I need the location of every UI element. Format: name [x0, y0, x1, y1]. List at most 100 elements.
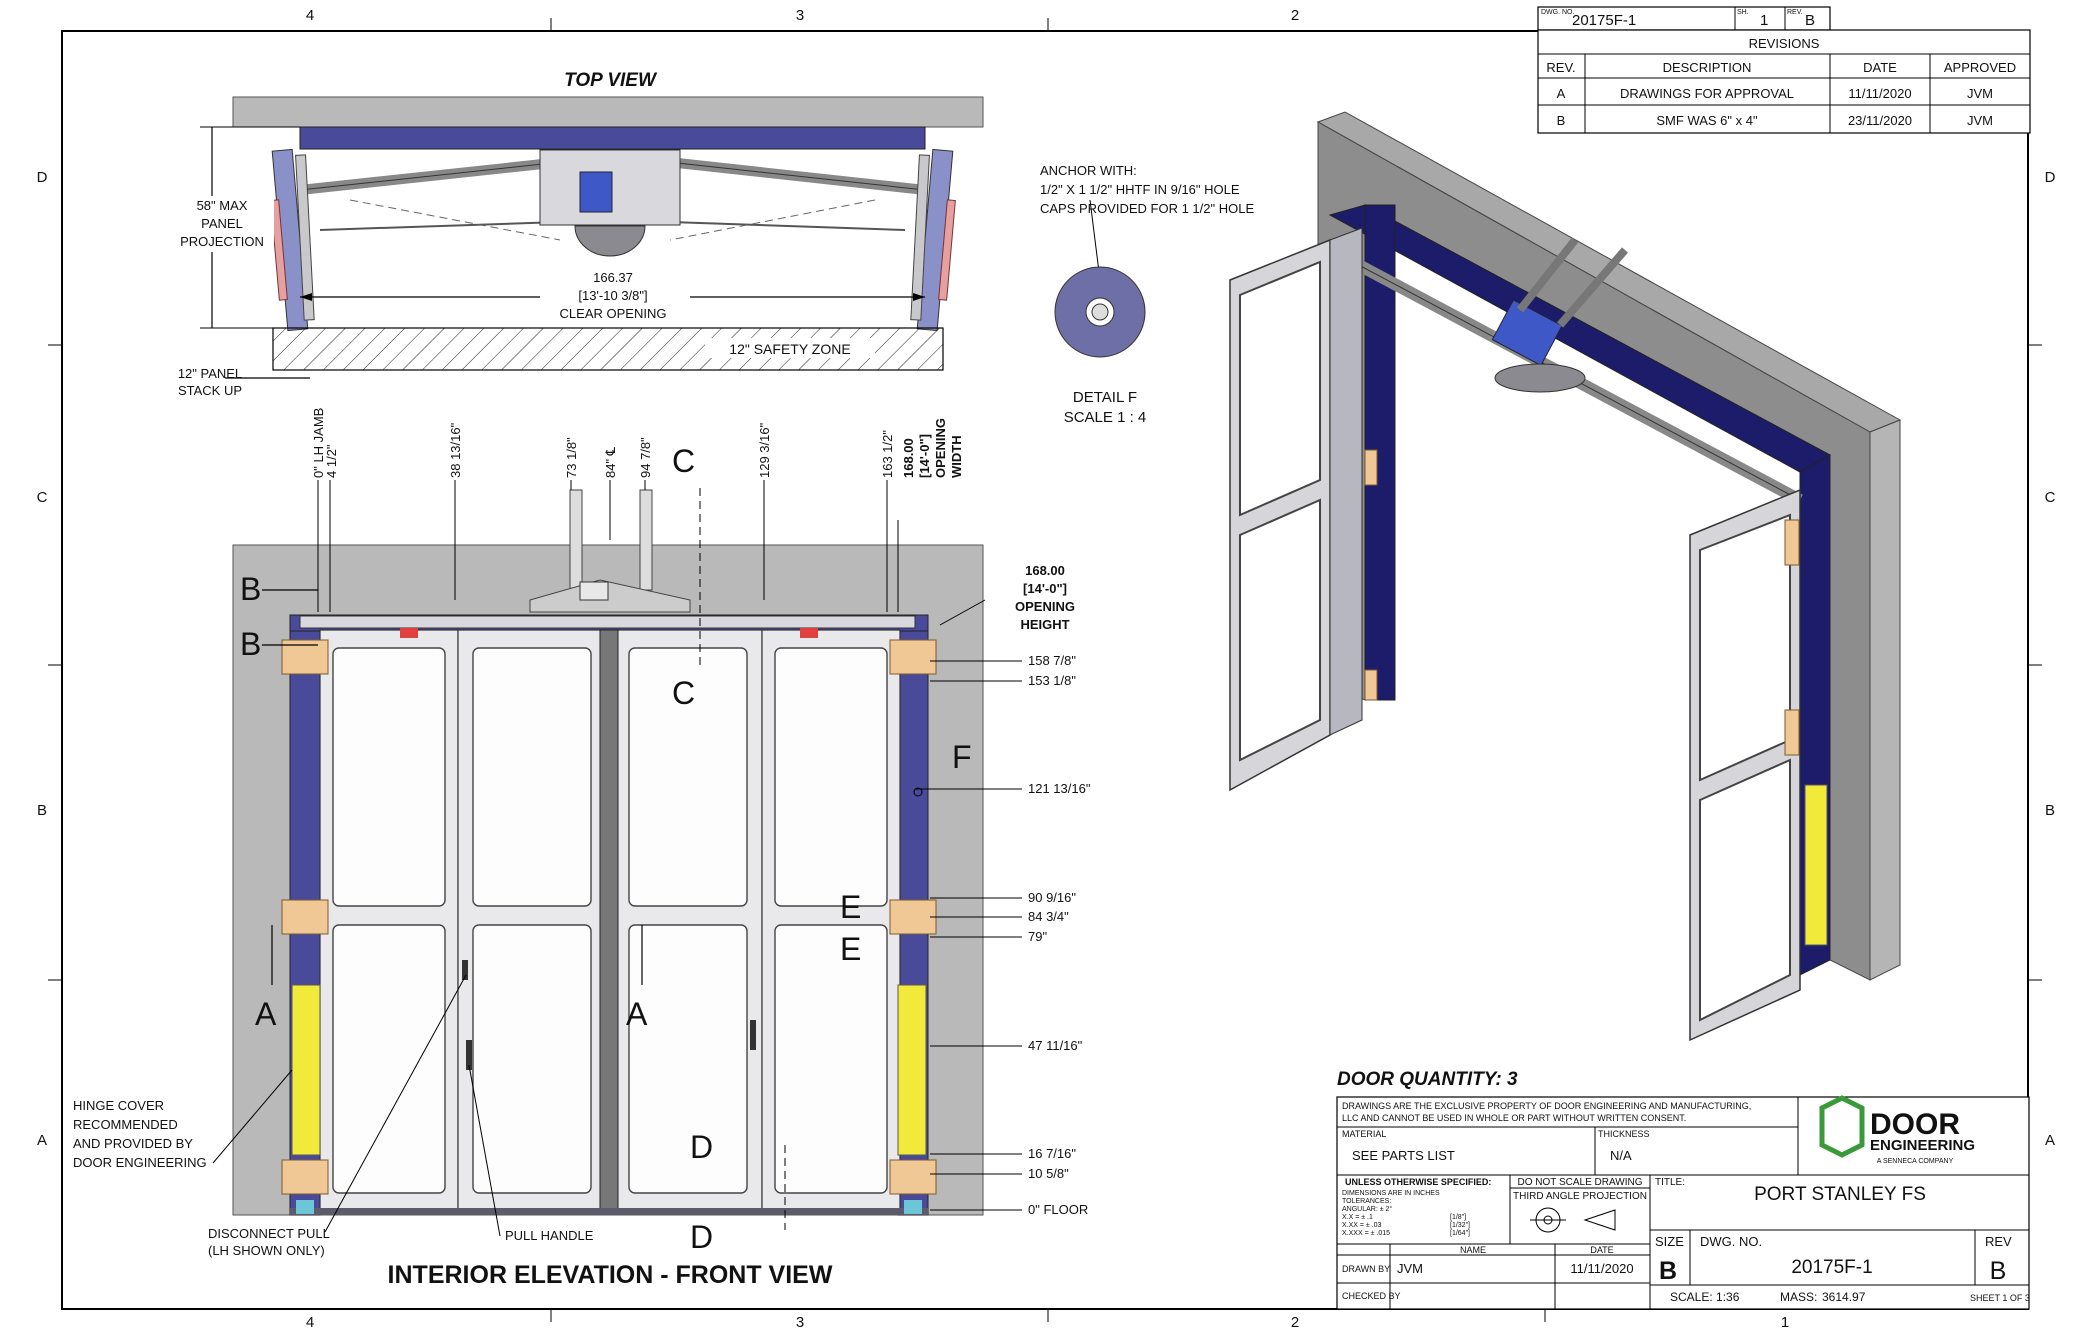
pull-handle	[466, 1040, 472, 1070]
hinge-cover-note: RECOMMENDED	[73, 1117, 178, 1132]
clear-opening-label: CLEAR OPENING	[560, 306, 667, 321]
hinge	[889, 899, 937, 935]
anchor-note: CAPS PROVIDED FOR 1 1/2" HOLE	[1040, 201, 1254, 216]
section-mark-b: B	[240, 626, 261, 662]
row-label: A	[37, 1132, 47, 1149]
hinge-cover-note: DOOR ENGINEERING	[73, 1155, 207, 1170]
rev-cell: 23/11/2020	[1848, 113, 1912, 128]
logo-text: DOOR	[1870, 1108, 1960, 1141]
tolerance: ANGULAR: ± 2°	[1342, 1205, 1392, 1213]
col-label: 3	[796, 7, 804, 24]
disconnect-pull-note: (LH SHOWN ONLY)	[208, 1243, 325, 1258]
section-mark-d: D	[690, 1219, 713, 1255]
row-label: B	[37, 802, 47, 819]
header-wall	[232, 96, 984, 128]
right-dim: 47 11/16"	[1028, 1038, 1083, 1053]
tolerance: X.X = ± .1	[1342, 1214, 1373, 1221]
side-panel-stacks	[270, 148, 956, 332]
hinge	[889, 639, 937, 675]
door-panels	[290, 629, 928, 1215]
operator-arms	[299, 155, 926, 241]
scale: SCALE: 1:36	[1670, 1290, 1740, 1304]
drawn-date: 11/11/2020	[1570, 1261, 1633, 1276]
svg-text:MATERIAL: MATERIAL	[1342, 1129, 1386, 1139]
rev-sheet: 1	[1760, 12, 1768, 29]
bottom-sweep	[290, 1208, 928, 1215]
section-mark-e: E	[840, 889, 861, 925]
projection-symbol-icon	[1530, 1207, 1616, 1233]
projection-label: 58" MAX	[197, 198, 248, 213]
operator-bracket	[569, 489, 583, 591]
svg-text:CHECKED BY: CHECKED BY	[1342, 1291, 1401, 1301]
right-dim: 84 3/4"	[1028, 909, 1069, 924]
tolerance-fraction: [1/32"]	[1450, 1222, 1470, 1229]
opening-height-label: HEIGHT	[1020, 617, 1069, 632]
rev-cell: JVM	[1967, 86, 1993, 101]
section-mark-e: E	[840, 931, 861, 967]
detail-f-scale: SCALE 1 : 4	[1064, 409, 1147, 426]
tolerance: X.XX = ± .03	[1342, 1222, 1382, 1229]
drawn-by: JVM	[1397, 1261, 1423, 1276]
col-label: 4	[306, 1314, 314, 1331]
rev-cell: A	[1557, 86, 1566, 101]
property-notice: LLC AND CANNOT BE USED IN WHOLE OR PART …	[1342, 1113, 1686, 1123]
mass: 3614.97	[1822, 1290, 1866, 1304]
elevation-notes: HINGE COVER RECOMMENDED AND PROVIDED BY …	[73, 974, 594, 1258]
column-labels-top: 4 3 2	[306, 7, 1299, 24]
row-label: B	[2045, 802, 2055, 819]
rev-header: REV.	[1546, 60, 1575, 75]
col-label: 4	[306, 7, 314, 24]
opening-height-value: 168.00	[1025, 563, 1065, 578]
right-dim: 79"	[1028, 929, 1047, 944]
rev-cell: DRAWINGS FOR APPROVAL	[1620, 86, 1794, 101]
svg-text:TITLE:: TITLE:	[1655, 1177, 1685, 1188]
rev-letter: B	[1805, 12, 1815, 29]
opening-width: WIDTH	[949, 435, 964, 478]
header-plate	[299, 126, 926, 150]
right-dim: 10 5/8"	[1028, 1166, 1069, 1181]
svg-text:THICKNESS: THICKNESS	[1598, 1129, 1650, 1139]
right-dim: 153 1/8"	[1028, 673, 1076, 688]
hinge	[281, 639, 329, 675]
hinge-cover-note: AND PROVIDED BY	[73, 1136, 193, 1151]
top-dim: 38 13/16"	[448, 422, 463, 478]
iso-hinge-cover	[1804, 784, 1828, 946]
section-mark-d: D	[690, 1129, 713, 1165]
col-label: 2	[1291, 7, 1299, 24]
column-labels-bottom: 4 3 2 1	[306, 1314, 1789, 1331]
top-dim: 129 3/16"	[757, 422, 772, 478]
sheet-border	[48, 18, 2042, 1322]
iso-motor-shield	[1494, 363, 1586, 393]
tolerance: DIMENSIONS ARE IN INCHES	[1342, 1190, 1440, 1197]
logo-tag: A SENNECA COMPANY	[1877, 1158, 1954, 1165]
row-label: A	[2045, 1132, 2055, 1149]
tolerance-fraction: [1/8"]	[1450, 1214, 1466, 1221]
opening-width: [14'-0"]	[917, 434, 932, 478]
door-quantity: DOOR QUANTITY: 3	[1337, 1069, 1518, 1090]
revisions-title: REVISIONS	[1749, 36, 1820, 51]
svg-text:DATE: DATE	[1590, 1245, 1613, 1255]
rev-header: APPROVED	[1944, 60, 2016, 75]
top-dim: 163 1/2"	[880, 430, 895, 478]
company-logo: DOOR ENGINEERING A SENNECA COMPANY	[1819, 1095, 1975, 1165]
anchor-note: ANCHOR WITH:	[1040, 163, 1137, 178]
projection-label: PANEL	[201, 216, 243, 231]
row-label: D	[2045, 169, 2056, 186]
svg-text:REV.: REV.	[1787, 9, 1803, 16]
detail-f: ANCHOR WITH: 1/2" X 1 1/2" HHTF IN 9/16"…	[1040, 163, 1254, 426]
pull-handle-note: PULL HANDLE	[505, 1228, 594, 1243]
top-dim: 94 7/8"	[638, 437, 653, 478]
svg-text:REV: REV	[1985, 1234, 2012, 1249]
center-seal	[599, 629, 619, 1211]
opening-height-ft: [14'-0"]	[1023, 581, 1067, 596]
tb-dwg-no: 20175F-1	[1791, 1257, 1872, 1278]
motor	[579, 171, 613, 213]
right-dimensions: 158 7/8" 153 1/8" 121 13/16" 90 9/16" 84…	[915, 653, 1091, 1217]
safety-zone	[272, 327, 944, 371]
hinge-cover-note: HINGE COVER	[73, 1098, 164, 1113]
row-labels: D C B A D C B A	[37, 169, 2056, 1149]
row-label: C	[2045, 489, 2056, 506]
safety-zone-label: 12" SAFETY ZONE	[729, 341, 850, 357]
revisions-table: DWG. NO. 20175F-1 SH. 1 REV. B REVISIONS…	[1537, 6, 2031, 134]
thickness: N/A	[1610, 1148, 1632, 1163]
